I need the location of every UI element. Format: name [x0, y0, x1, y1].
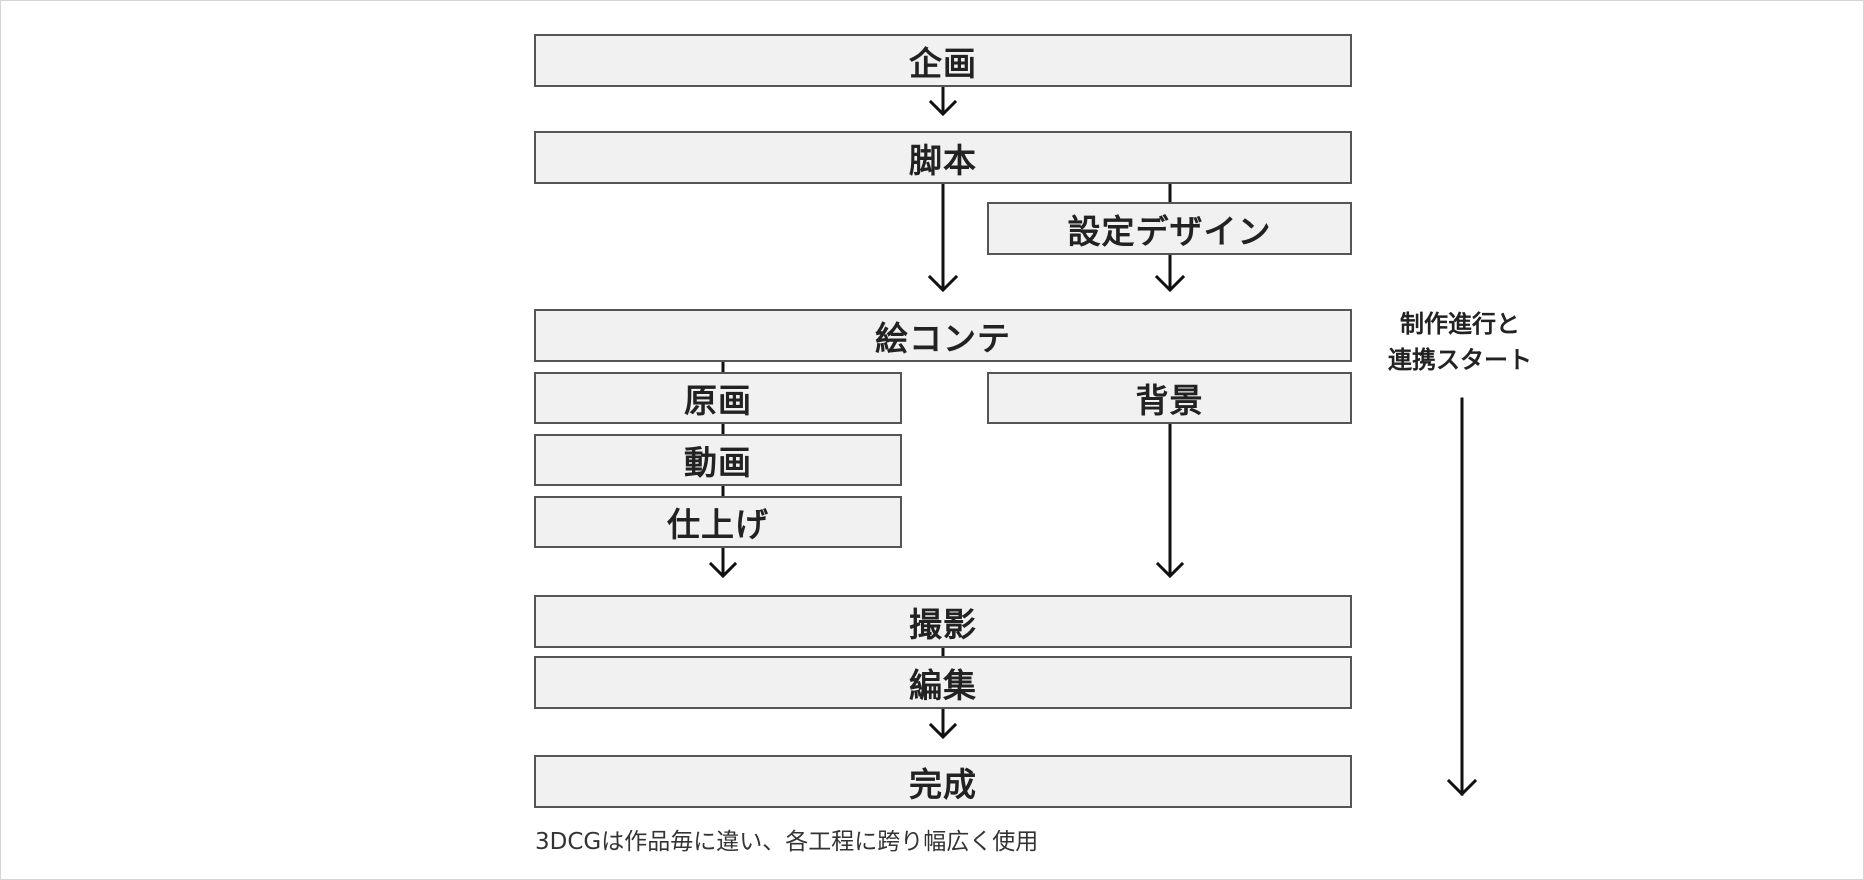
seisaku-shinko-label: 制作進行と 連携スタート — [1370, 306, 1550, 378]
seisaku-shinko-label-line2: 連携スタート — [1388, 346, 1532, 374]
arrowhead-satsuei-left — [708, 561, 738, 579]
node-haikei: 背景 — [987, 372, 1352, 424]
arrowhead-kyakuhon — [928, 99, 958, 117]
node-douga: 動画 — [534, 434, 902, 486]
node-kansei: 完成 — [534, 755, 1352, 808]
arrowhead-ekonte-right — [1154, 274, 1186, 293]
node-henshu: 編集 — [534, 656, 1352, 709]
node-genga: 原画 — [534, 372, 902, 424]
node-satsuei: 撮影 — [534, 595, 1352, 648]
arrowhead-kansei — [928, 722, 958, 740]
seisaku-shinko-label-line1: 制作進行と — [1400, 310, 1520, 338]
node-kyakuhon: 脚本 — [534, 131, 1352, 184]
arrowhead-seisaku-shinko — [1446, 778, 1478, 797]
node-settei-design: 設定デザイン — [987, 202, 1352, 255]
arrowhead-satsuei-right — [1155, 561, 1185, 579]
footnote-3dcg: 3DCGは作品毎に違い、各工程に跨り幅広く使用 — [535, 829, 1039, 855]
arrowhead-ekonte-left — [927, 274, 959, 293]
node-kikaku: 企画 — [534, 34, 1352, 87]
node-ekonte: 絵コンテ — [534, 309, 1352, 362]
node-shiage: 仕上げ — [534, 496, 902, 548]
